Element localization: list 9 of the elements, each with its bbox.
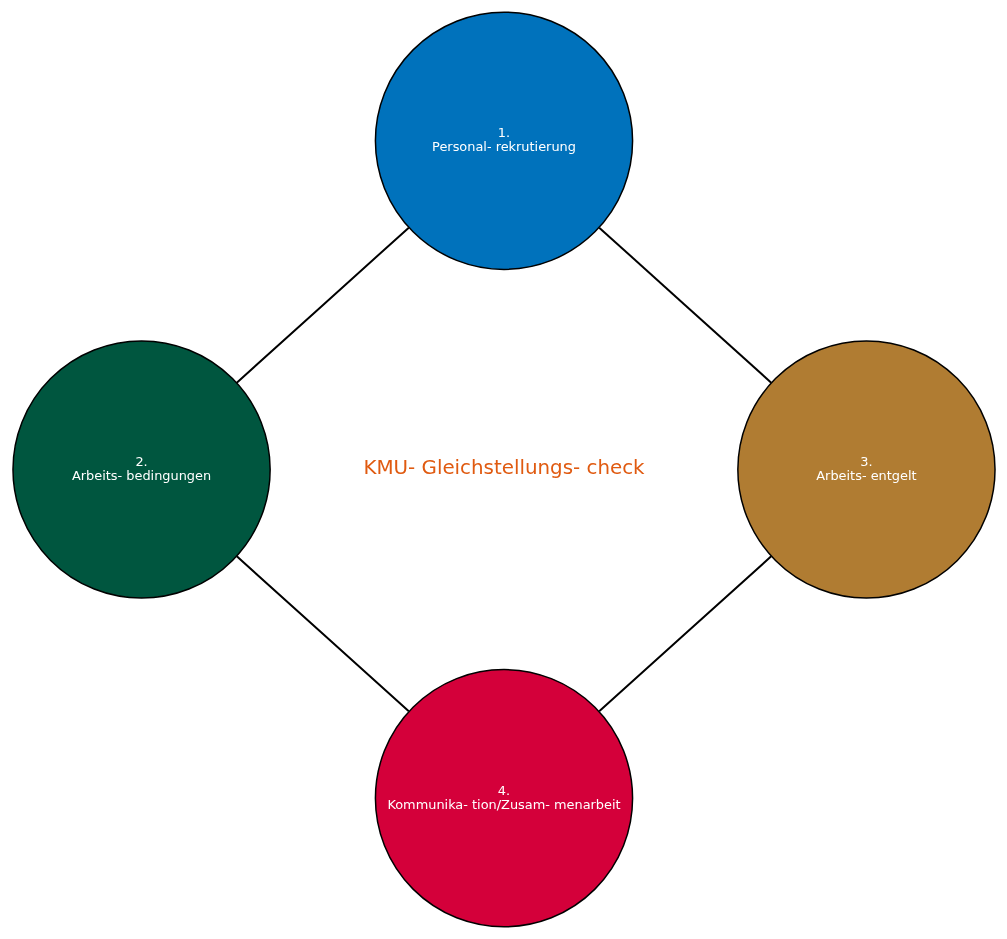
node-circle: 3. Arbeits- entgelt (736, 340, 996, 599)
node-circle: 4. Kommunika- tion/Zusam- menarbeit (374, 668, 633, 928)
node-circle: 1. Personal- rekrutierung (374, 11, 633, 271)
connector (235, 226, 410, 384)
connector (597, 555, 772, 713)
node-circle: 2. Arbeits- bedingungen (11, 340, 271, 599)
connector (597, 226, 772, 384)
label: KMU- Gleichstellungs- check (362, 456, 645, 480)
connector (235, 555, 410, 713)
